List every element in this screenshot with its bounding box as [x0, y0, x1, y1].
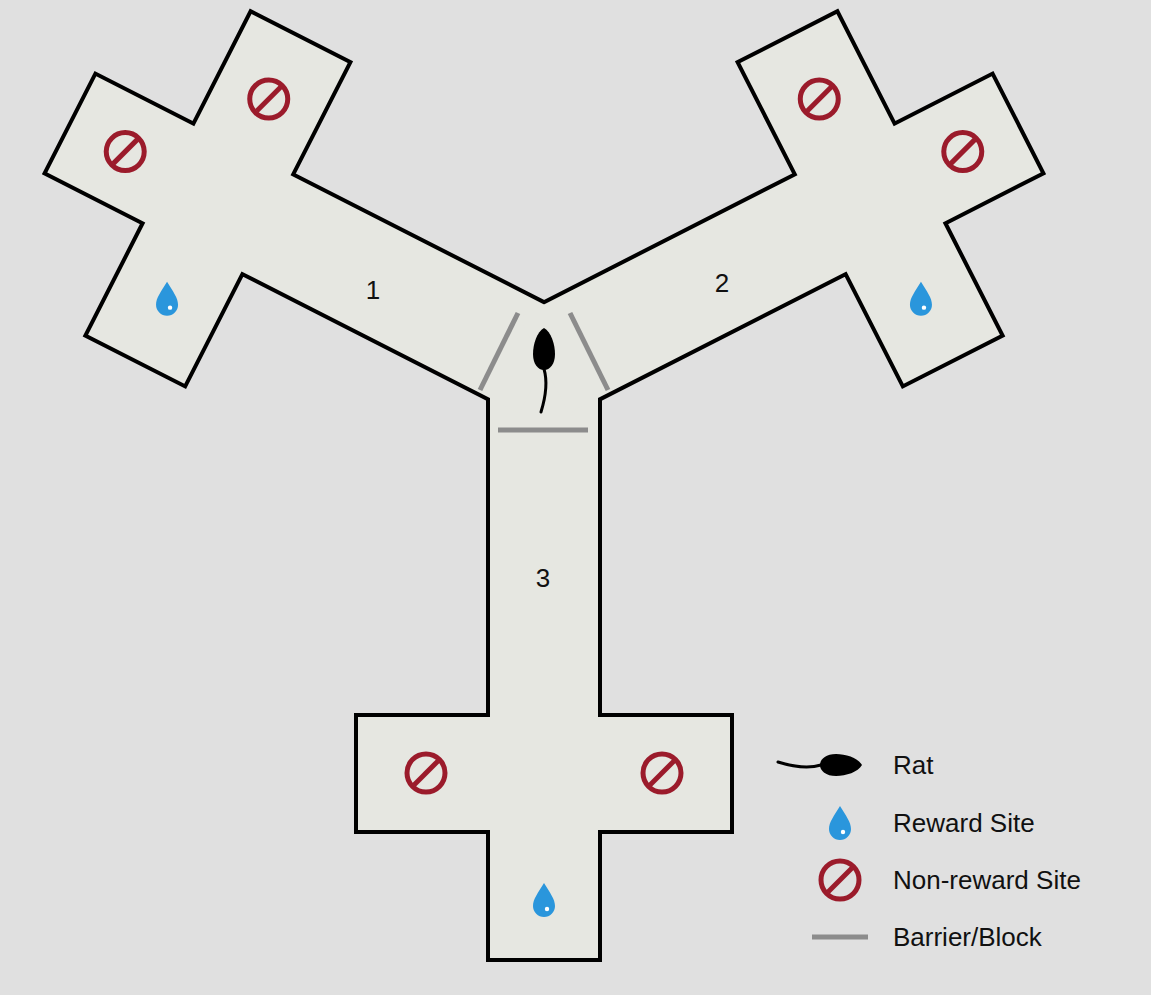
arm-number: 2	[715, 269, 729, 298]
barrier	[480, 313, 608, 430]
legend-label: Non-reward Site	[893, 866, 1081, 895]
legend-label: Barrier/Block	[893, 923, 1042, 952]
legend-label: Reward Site	[893, 809, 1035, 838]
legend-drop	[829, 806, 851, 840]
maze-outline	[0, 0, 1098, 958]
maze-floor	[0, 0, 1098, 958]
arm-number: 1	[366, 276, 380, 305]
legend-nonreward	[821, 861, 859, 899]
legend-label: Rat	[893, 751, 933, 780]
legend-barrier	[812, 935, 868, 940]
arm-number: 3	[536, 564, 550, 593]
rat	[533, 328, 555, 412]
legend-rat	[778, 754, 862, 776]
